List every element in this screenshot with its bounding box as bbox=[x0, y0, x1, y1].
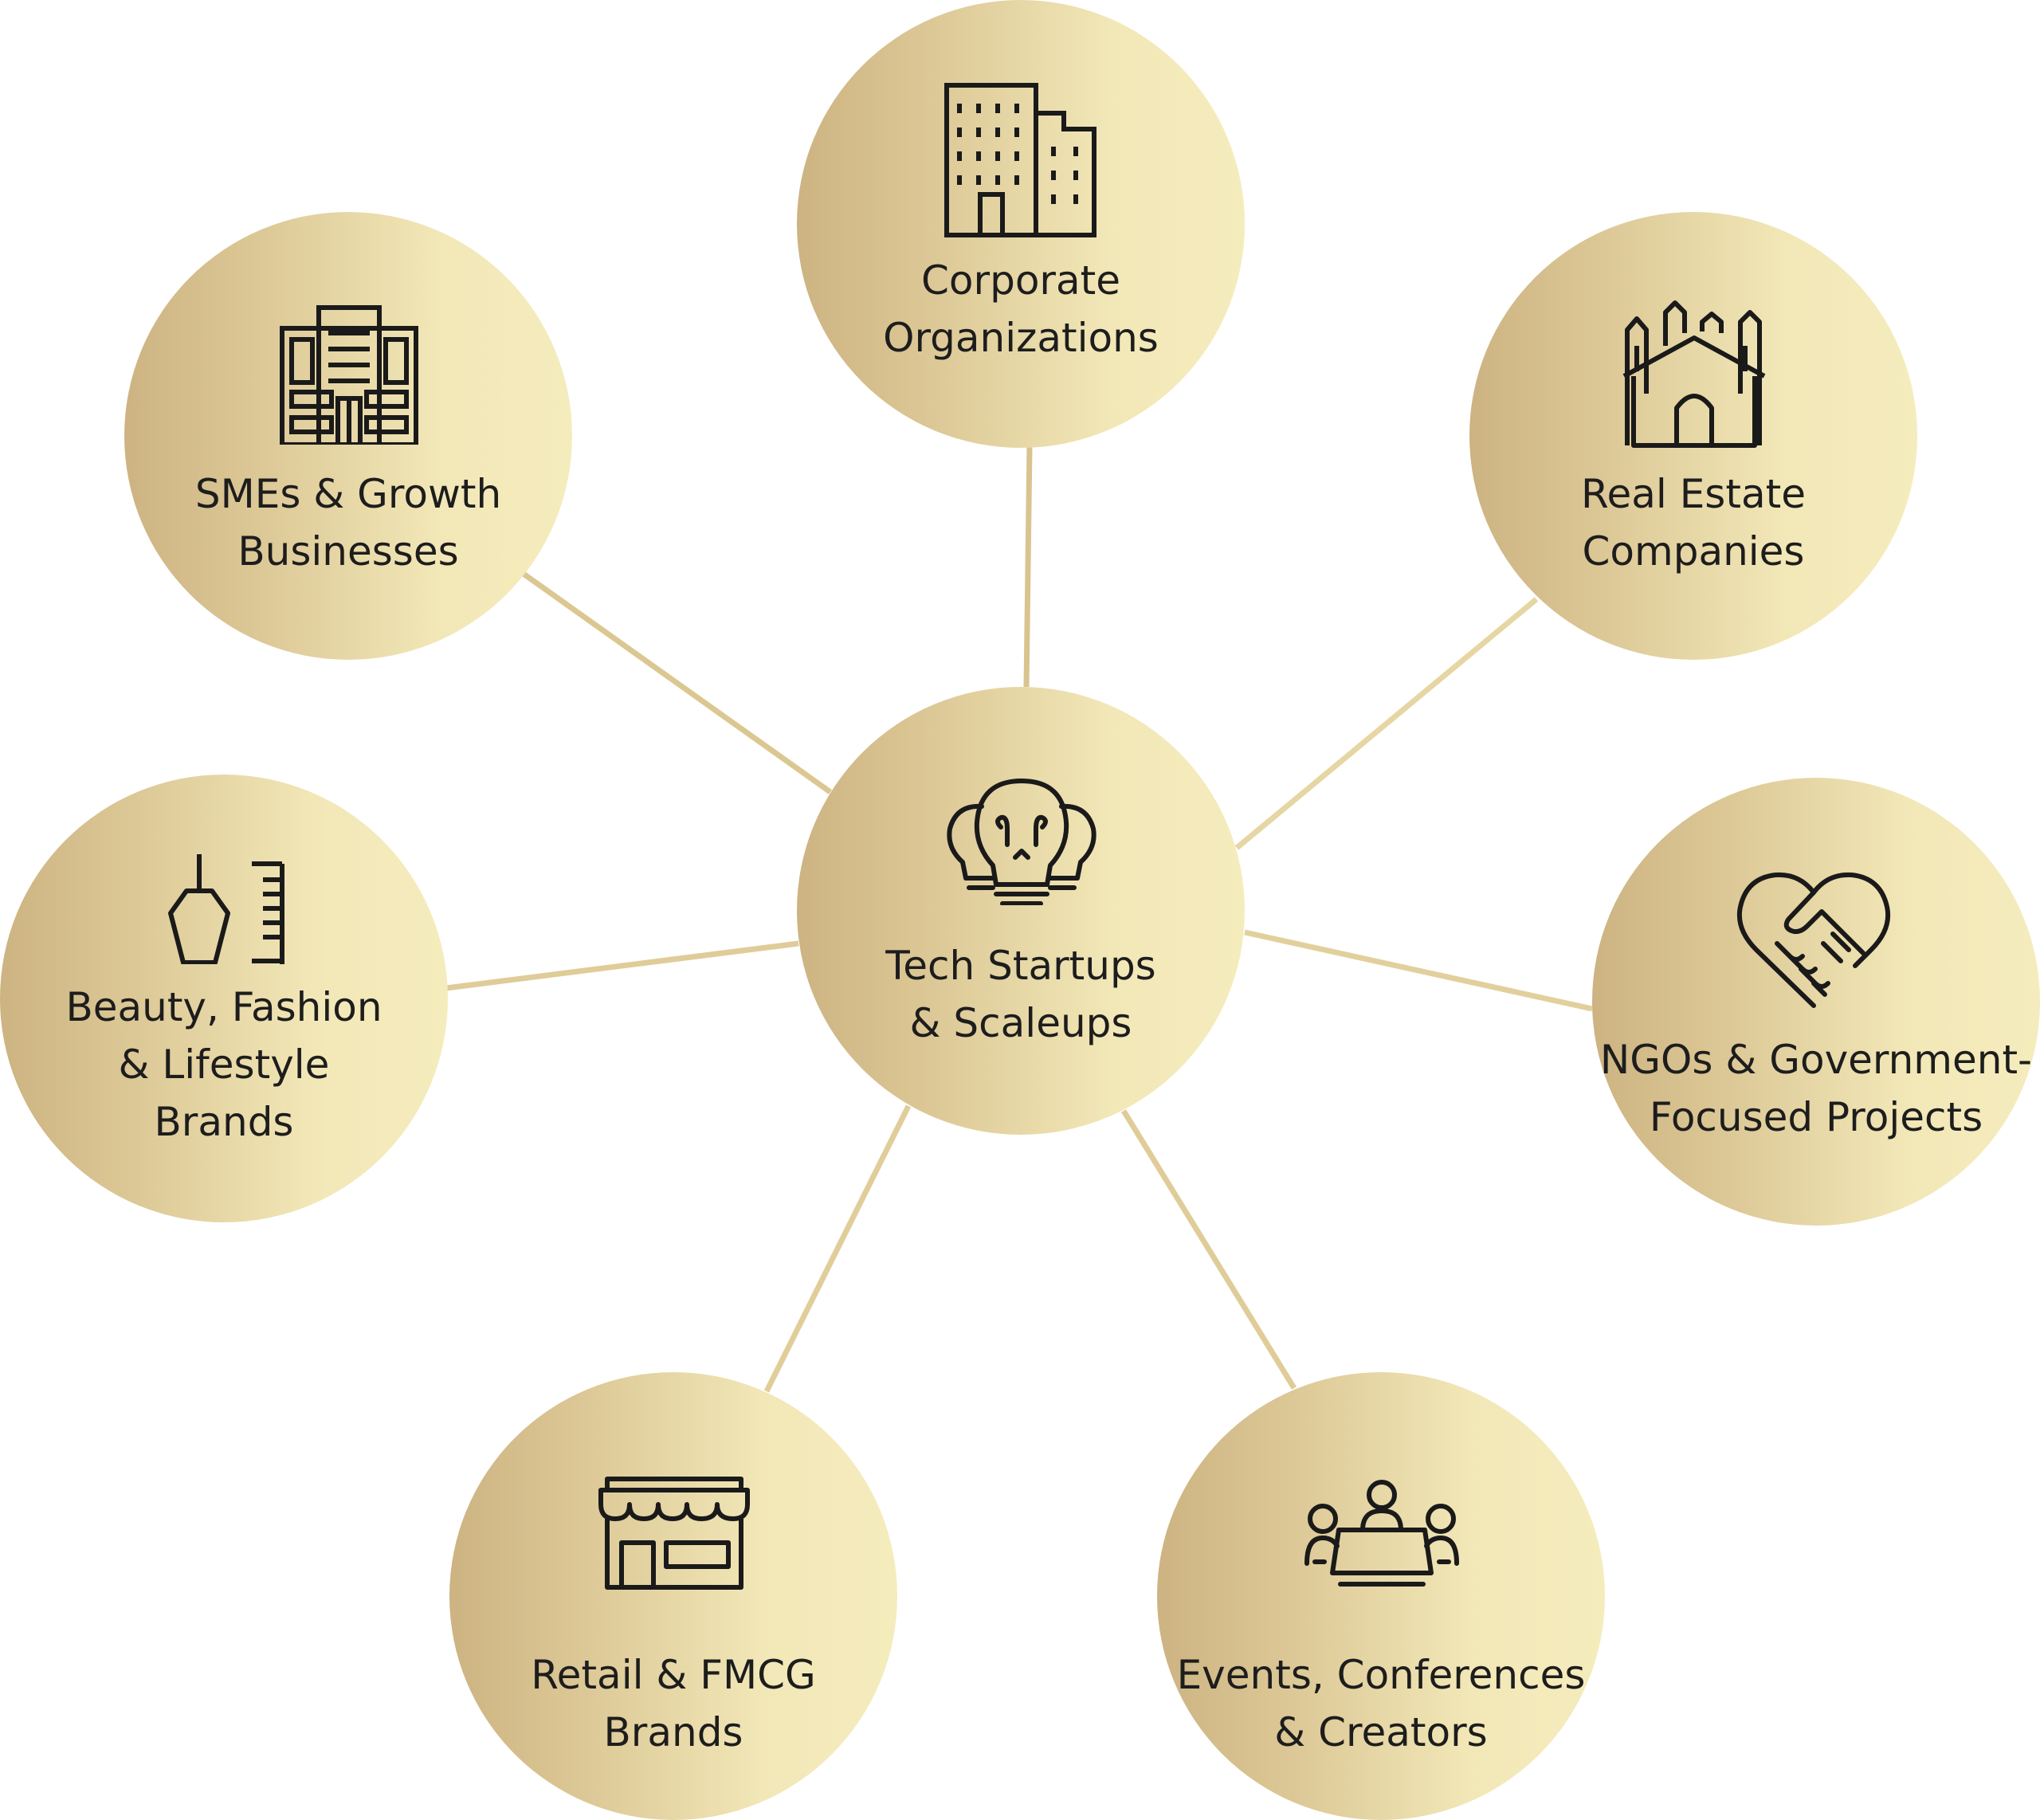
storefront-icon bbox=[598, 1477, 750, 1590]
label-line: Brands bbox=[603, 1709, 743, 1755]
label-line: Real Estate bbox=[1581, 471, 1806, 517]
label-line: & Creators bbox=[1274, 1709, 1488, 1755]
label-line: Companies bbox=[1582, 528, 1805, 575]
label-line: Businesses bbox=[237, 528, 459, 575]
node-center-label: Tech Startups & Scaleups bbox=[797, 937, 1245, 1052]
label-line: Organizations bbox=[883, 315, 1159, 361]
node-corporate: Corporate Organizations bbox=[797, 0, 1245, 448]
lightbulbs-icon bbox=[947, 779, 1096, 905]
node-real-estate-label: Real Estate Companies bbox=[1469, 465, 1917, 580]
label-line: Retail & FMCG bbox=[531, 1652, 816, 1698]
node-corporate-label: Corporate Organizations bbox=[797, 252, 1245, 367]
label-line: Brands bbox=[154, 1099, 294, 1145]
node-beauty-label: Beauty, Fashion & Lifestyle Brands bbox=[0, 979, 448, 1151]
label-line: NGOs & Government- bbox=[1599, 1037, 2033, 1083]
connector-beauty bbox=[445, 940, 799, 991]
connector-ngo bbox=[1244, 929, 1593, 1012]
heart-handshake-icon bbox=[1737, 872, 1890, 1008]
node-events-label: Events, Conferences & Creators bbox=[1157, 1646, 1605, 1761]
connector-retail bbox=[763, 1104, 912, 1393]
label-line: & Scaleups bbox=[909, 1000, 1132, 1046]
label-line: SMEs & Growth bbox=[194, 471, 502, 517]
lipstick-comb-icon bbox=[168, 854, 284, 964]
node-smes-label: SMEs & Growth Businesses bbox=[124, 465, 572, 580]
node-smes: SMEs & Growth Businesses bbox=[124, 212, 572, 660]
connector-real-estate bbox=[1234, 597, 1539, 850]
meeting-table-icon bbox=[1304, 1480, 1459, 1587]
node-center-tech: Tech Startups & Scaleups bbox=[797, 687, 1245, 1135]
label-line: & Lifestyle bbox=[118, 1041, 330, 1088]
node-ngo-label: NGOs & Government- Focused Projects bbox=[1592, 1031, 2040, 1146]
label-line: Tech Startups bbox=[885, 943, 1156, 989]
node-ngo: NGOs & Government- Focused Projects bbox=[1592, 778, 2040, 1226]
connector-corporate bbox=[1023, 445, 1033, 688]
node-real-estate: Real Estate Companies bbox=[1469, 212, 1917, 660]
node-events: Events, Conferences & Creators bbox=[1157, 1372, 1605, 1820]
node-beauty: Beauty, Fashion & Lifestyle Brands bbox=[0, 775, 448, 1222]
node-retail-label: Retail & FMCG Brands bbox=[449, 1646, 897, 1761]
connector-smes bbox=[519, 570, 833, 794]
building-icon bbox=[280, 305, 418, 445]
label-line: Focused Projects bbox=[1649, 1094, 1983, 1140]
label-line: Events, Conferences bbox=[1176, 1652, 1586, 1698]
office-tower-icon bbox=[944, 83, 1096, 237]
connector-events bbox=[1121, 1109, 1297, 1390]
node-retail: Retail & FMCG Brands bbox=[449, 1372, 897, 1820]
houses-icon bbox=[1622, 300, 1766, 448]
label-line: Beauty, Fashion bbox=[65, 984, 382, 1030]
label-line: Corporate bbox=[921, 257, 1120, 304]
